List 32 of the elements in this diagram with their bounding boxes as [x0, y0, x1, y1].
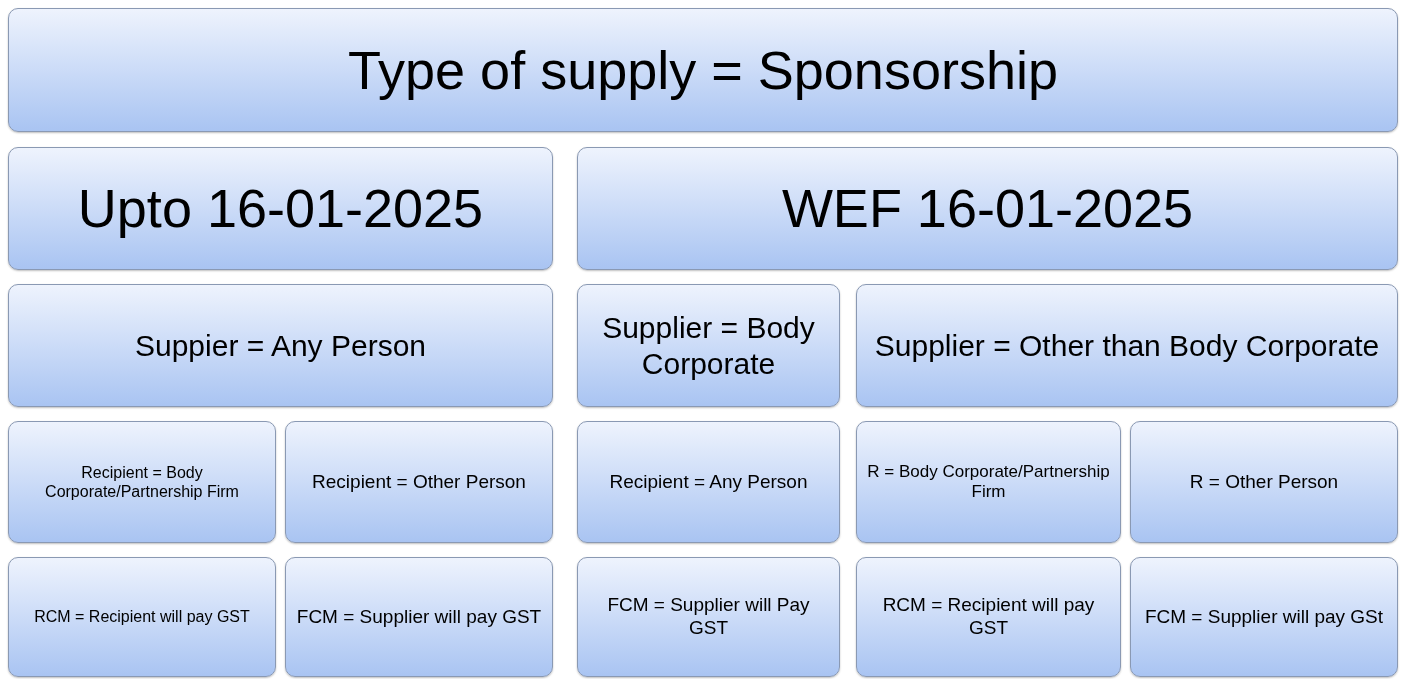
box-label: FCM = Supplier will pay GST — [296, 605, 542, 629]
box-label: Type of supply = Sponsorship — [348, 38, 1058, 102]
box-label: Recipient = Any Person — [609, 470, 808, 494]
category-box — [8, 147, 553, 270]
category-box — [1130, 421, 1398, 543]
category-box — [8, 8, 1398, 132]
category-box — [577, 284, 840, 407]
category-box — [577, 421, 840, 543]
box-label: Recipient = Body Corporate/Partnership Firm — [44, 462, 240, 502]
category-box — [1130, 557, 1398, 677]
box-label: WEF 16-01-2025 — [781, 177, 1194, 241]
category-box — [285, 421, 553, 543]
category-box — [285, 557, 553, 677]
box-label: R = Other Person — [1189, 470, 1339, 494]
box-label: Suppier = Any Person — [135, 327, 426, 364]
category-box — [856, 557, 1121, 677]
box-label: Supplier = Body Corporate — [601, 309, 816, 382]
category-box — [8, 284, 553, 407]
box-label: Recipient = Other Person — [312, 470, 526, 494]
box-label: Supplier = Other than Body Corporate — [874, 327, 1380, 364]
box-label: RCM = Recipient will pay GST — [34, 607, 250, 627]
category-box — [577, 147, 1398, 270]
box-label: R = Body Corporate/Partnership Firm — [867, 461, 1110, 503]
category-box — [856, 421, 1121, 543]
box-label: FCM = Supplier will Pay GST — [606, 594, 811, 640]
category-box — [856, 284, 1398, 407]
category-box — [577, 557, 840, 677]
category-box — [8, 421, 276, 543]
box-label: FCM = Supplier will pay GSt — [1144, 605, 1384, 629]
box-label: Upto 16-01-2025 — [77, 177, 484, 241]
box-label: RCM = Recipient will pay GST — [881, 594, 1096, 640]
category-box — [8, 557, 276, 677]
